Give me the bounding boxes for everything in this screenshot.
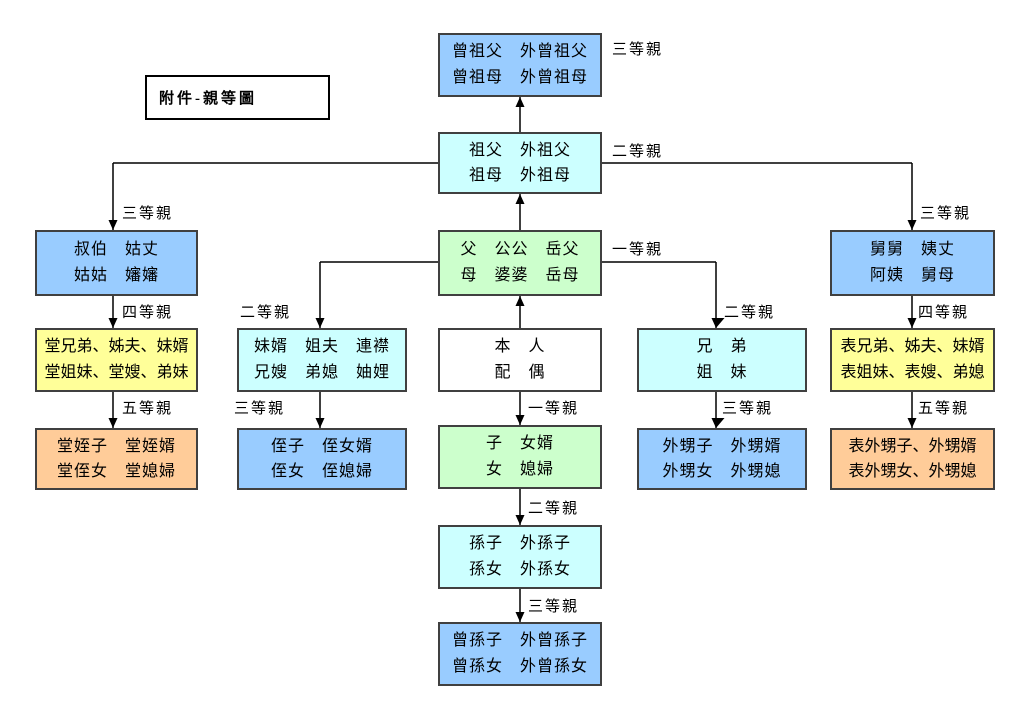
box-maternal-cousins-children: 表外甥子、外甥婿 表外甥女、外甥媳 <box>830 428 995 490</box>
box-line: 曾祖父 外曾祖父 <box>451 43 588 61</box>
degree-label-great-grandparents: 三等親 <box>612 42 664 58</box>
box-line: 姐 妹 <box>696 364 748 382</box>
degree-label-children: 一等親 <box>528 401 580 417</box>
box-line: 配 偶 <box>494 364 546 382</box>
box-great-grandparents: 曾祖父 外曾祖父 曾祖母 外曾祖母 <box>438 33 602 97</box>
box-line: 孫女 外孫女 <box>468 561 571 579</box>
box-line: 外甥女 外甥媳 <box>662 462 782 480</box>
box-line: 侄子 侄女婿 <box>270 437 373 455</box>
box-maternal-uncles-aunts: 舅舅 姨丈 阿姨 舅母 <box>830 230 995 296</box>
box-line: 本 人 <box>494 338 546 356</box>
degree-label-right-bottom: 五等親 <box>918 401 970 417</box>
box-parents: 父 公公 岳父 母 婆婆 岳母 <box>438 230 602 296</box>
box-grandchildren: 孫子 外孫子 孫女 外孫女 <box>438 525 602 589</box>
degree-label-grandchildren: 二等親 <box>528 501 580 517</box>
degree-label-left-bottom: 五等親 <box>122 401 174 417</box>
box-sororal-nephews-nieces: 外甥子 外甥婿 外甥女 外甥媳 <box>637 428 807 490</box>
box-line: 堂兄弟、姊夫、妹婿 <box>44 338 189 356</box>
degree-label-right-top: 三等親 <box>920 206 972 222</box>
box-line: 姑姑 嬸嬸 <box>73 267 159 285</box>
diagram-title: 附件-親等圖 <box>159 91 257 107</box>
box-line: 表兄弟、姊夫、妹婿 <box>840 338 985 356</box>
box-line: 祖父 外祖父 <box>468 141 571 159</box>
box-self-spouse: 本 人 配 偶 <box>438 328 602 392</box>
box-line: 兄 弟 <box>696 338 748 356</box>
box-line: 舅舅 姨丈 <box>869 240 955 258</box>
degree-label-grandparents: 二等親 <box>612 144 664 160</box>
box-nephews-nieces: 侄子 侄女婿 侄女 侄媳婦 <box>237 428 407 490</box>
degree-label-parents: 一等親 <box>612 242 664 258</box>
box-line: 堂姐妹、堂嫂、弟妹 <box>44 364 189 382</box>
box-line: 母 婆婆 岳母 <box>460 267 580 285</box>
box-line: 侄女 侄媳婦 <box>270 462 373 480</box>
box-paternal-cousins: 堂兄弟、姊夫、妹婿 堂姐妹、堂嫂、弟妹 <box>35 328 198 392</box>
box-line: 表姐妹、表嫂、弟媳 <box>840 364 985 382</box>
box-siblings-in-law: 妹婿 姐夫 連襟 兄嫂 弟媳 妯娌 <box>237 328 407 392</box>
degree-label-midright-bottom: 三等親 <box>722 401 774 417</box>
box-line: 女 媳婦 <box>485 461 554 479</box>
box-line: 妹婿 姐夫 連襟 <box>253 338 390 356</box>
connector-segments <box>112 97 913 622</box>
degree-label-left-mid: 四等親 <box>122 305 174 321</box>
box-paternal-uncles-aunts: 叔伯 姑丈 姑姑 嬸嬸 <box>35 230 198 296</box>
box-line: 堂侄女 堂媳婦 <box>56 462 176 480</box>
box-line: 堂姪子 堂姪婿 <box>56 437 176 455</box>
box-children: 子 女婿 女 媳婦 <box>438 425 602 489</box>
box-grandparents: 祖父 外祖父 祖母 外祖母 <box>438 132 602 194</box>
box-line: 父 公公 岳父 <box>460 240 580 258</box>
degree-label-great-grandchildren: 三等親 <box>528 599 580 615</box>
box-line: 孫子 外孫子 <box>468 535 571 553</box>
box-line: 子 女婿 <box>485 435 554 453</box>
degree-label-midleft-bottom: 三等親 <box>234 401 286 417</box>
box-line: 曾孫女 外曾孫女 <box>451 658 588 676</box>
box-great-grandchildren: 曾孫子 外曾孫子 曾孫女 外曾孫女 <box>438 622 602 686</box>
degree-label-midleft-top: 二等親 <box>240 305 292 321</box>
degree-label-right-mid: 四等親 <box>918 305 970 321</box>
box-line: 阿姨 舅母 <box>869 267 955 285</box>
box-siblings: 兄 弟 姐 妹 <box>637 328 807 392</box>
box-line: 叔伯 姑丈 <box>73 240 159 258</box>
box-paternal-cousins-children: 堂姪子 堂姪婿 堂侄女 堂媳婦 <box>35 428 198 490</box>
box-maternal-cousins: 表兄弟、姊夫、妹婿 表姐妹、表嫂、弟媳 <box>830 328 995 392</box>
box-line: 曾祖母 外曾祖母 <box>451 69 588 87</box>
degree-label-left-top: 三等親 <box>122 206 174 222</box>
box-line: 祖母 外祖母 <box>468 166 571 184</box>
box-line: 表外甥子、外甥婿 <box>848 437 977 455</box>
diagram-title-box: 附件-親等圖 <box>145 75 330 120</box>
box-line: 表外甥女、外甥媳 <box>848 462 977 480</box>
box-line: 兄嫂 弟媳 妯娌 <box>253 364 390 382</box>
box-line: 外甥子 外甥婿 <box>662 437 782 455</box>
arrowheads <box>108 97 917 622</box>
degree-label-midright-top: 二等親 <box>724 305 776 321</box>
box-line: 曾孫子 外曾孫子 <box>451 632 588 650</box>
